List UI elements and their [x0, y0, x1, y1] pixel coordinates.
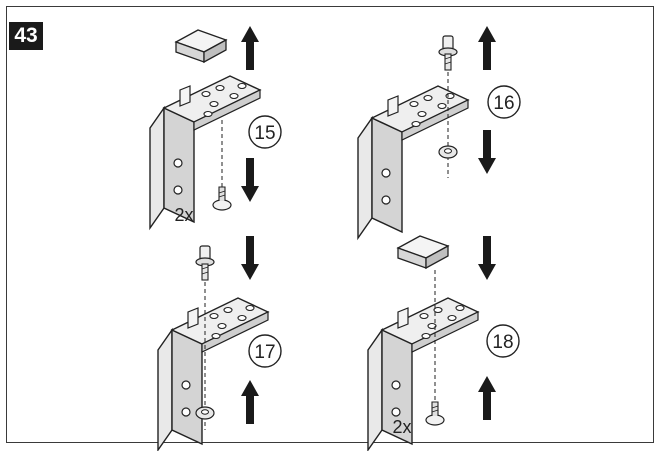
part-number-label: 17 [254, 342, 275, 363]
panel-16: 16 [357, 26, 521, 239]
quantity-label: 2x [174, 205, 193, 225]
arrow-up-icon [478, 26, 496, 70]
felt-pad-part [175, 29, 227, 63]
felt-pad-part [397, 235, 449, 269]
hinge-bracket-part [357, 85, 469, 239]
screw-part [425, 401, 445, 426]
part-number-circle [248, 334, 282, 368]
arrow-up-icon [241, 26, 259, 70]
arrow-up-icon [241, 380, 259, 424]
threaded-pin-part [195, 245, 215, 281]
part-number-circle [486, 324, 520, 358]
nut-part [195, 406, 215, 420]
step-number-badge: 43 [9, 22, 43, 50]
arrow-down-icon [478, 130, 496, 174]
arrow-up-icon [478, 376, 496, 420]
panel-18: 18 2x [367, 235, 520, 451]
quantity-label: 2x [392, 417, 411, 437]
part-number-circle [248, 115, 282, 149]
part-number-label: 16 [493, 93, 514, 114]
panel-15: 15 2x [149, 26, 282, 229]
threaded-pin-part [438, 35, 458, 71]
hinge-bracket-part [157, 297, 269, 451]
nut-part [438, 145, 458, 159]
part-number-label: 15 [254, 123, 275, 144]
arrow-down-icon [478, 236, 496, 280]
hinge-bracket-part [149, 75, 261, 229]
hinge-bracket-part [367, 297, 479, 451]
panel-17: 17 [157, 236, 282, 451]
part-number-label: 18 [492, 332, 513, 353]
arrow-down-icon [241, 158, 259, 202]
part-number-circle [487, 85, 521, 119]
illustration-frame [6, 6, 654, 443]
screw-part [212, 186, 232, 211]
arrow-down-icon [241, 236, 259, 280]
